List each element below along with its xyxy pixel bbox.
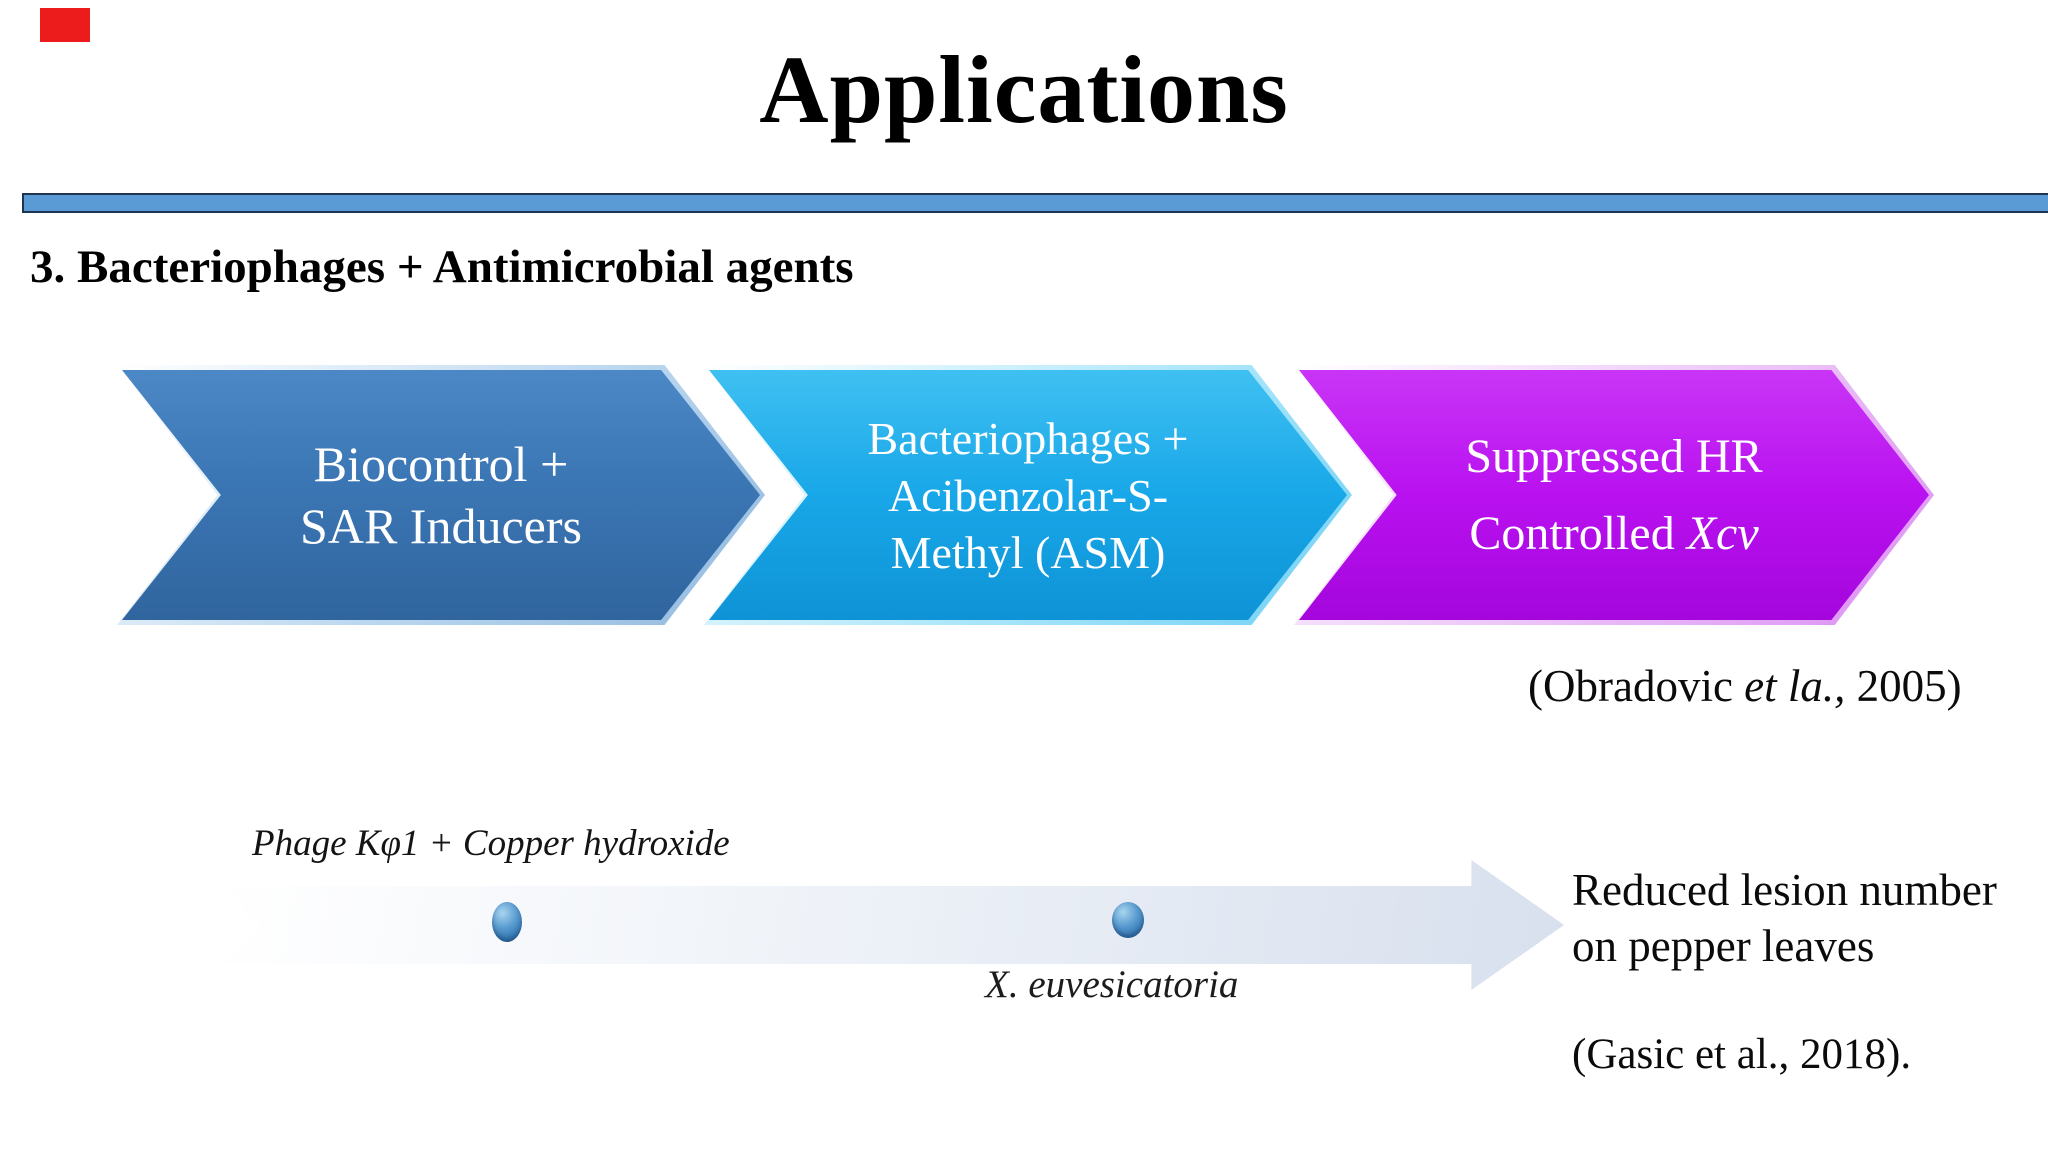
arrow-label-line: Bacteriophages + xyxy=(867,412,1189,464)
result-line: Reduced lesion number xyxy=(1572,865,1997,915)
process-arrow-biocontrol-sar: Biocontrol + SAR Inducers xyxy=(117,365,765,625)
slide-corner-marker xyxy=(40,8,90,42)
citation-suffix: 2005) xyxy=(1845,661,1962,711)
arrow-label-line: Suppressed HR xyxy=(1465,430,1763,483)
result-text: Reduced lesion number on pepper leaves xyxy=(1572,862,1997,974)
arrow-label-line: Controlled Xcv xyxy=(1469,495,1758,572)
process-arrow-fill xyxy=(709,370,1347,620)
citation-gasic: (Gasic et al., 2018). xyxy=(1572,1031,1912,1078)
process-arrow-fill xyxy=(122,370,760,620)
title-divider-bar xyxy=(22,193,2048,213)
pathogen-label: X. euvesicatoria xyxy=(985,963,1239,1006)
arrow-label-line: Acibenzolar-S- xyxy=(887,469,1169,521)
process-arrow-label: Suppressed HR Controlled Xcv xyxy=(1294,365,1934,625)
process-arrow-fill xyxy=(1299,370,1929,620)
timeline-arrow xyxy=(222,860,1564,990)
arrow-label-line: Biocontrol + xyxy=(313,436,569,492)
process-arrow-label: Biocontrol + SAR Inducers xyxy=(117,365,765,625)
treatment-dot-2 xyxy=(1112,902,1144,938)
page-title: Applications xyxy=(759,36,1289,143)
arrow-label-italic-text: Xcv xyxy=(1686,507,1759,560)
citation-obradovic: (Obradovic et la., 2005) xyxy=(1528,660,1962,712)
arrow-label-line: Methyl (ASM) xyxy=(890,526,1166,578)
process-arrow-suppressed-hr: Suppressed HR Controlled Xcv xyxy=(1294,365,1934,625)
citation-italic: et la., xyxy=(1744,661,1846,711)
treatment-dot-1 xyxy=(492,902,522,942)
arrow-label-text: Controlled xyxy=(1469,507,1687,560)
process-arrow-phage-asm: Bacteriophages + Acibenzolar-S- Methyl (… xyxy=(704,365,1352,625)
treatment-label: Phage Kφ1 + Copper hydroxide xyxy=(252,823,730,864)
arrow-label-line: SAR Inducers xyxy=(300,498,582,554)
process-arrow-label: Bacteriophages + Acibenzolar-S- Methyl (… xyxy=(704,365,1352,625)
section-heading: 3. Bacteriophages + Antimicrobial agents xyxy=(30,241,854,293)
citation-prefix: (Obradovic xyxy=(1528,661,1745,711)
result-line: on pepper leaves xyxy=(1572,921,1875,971)
